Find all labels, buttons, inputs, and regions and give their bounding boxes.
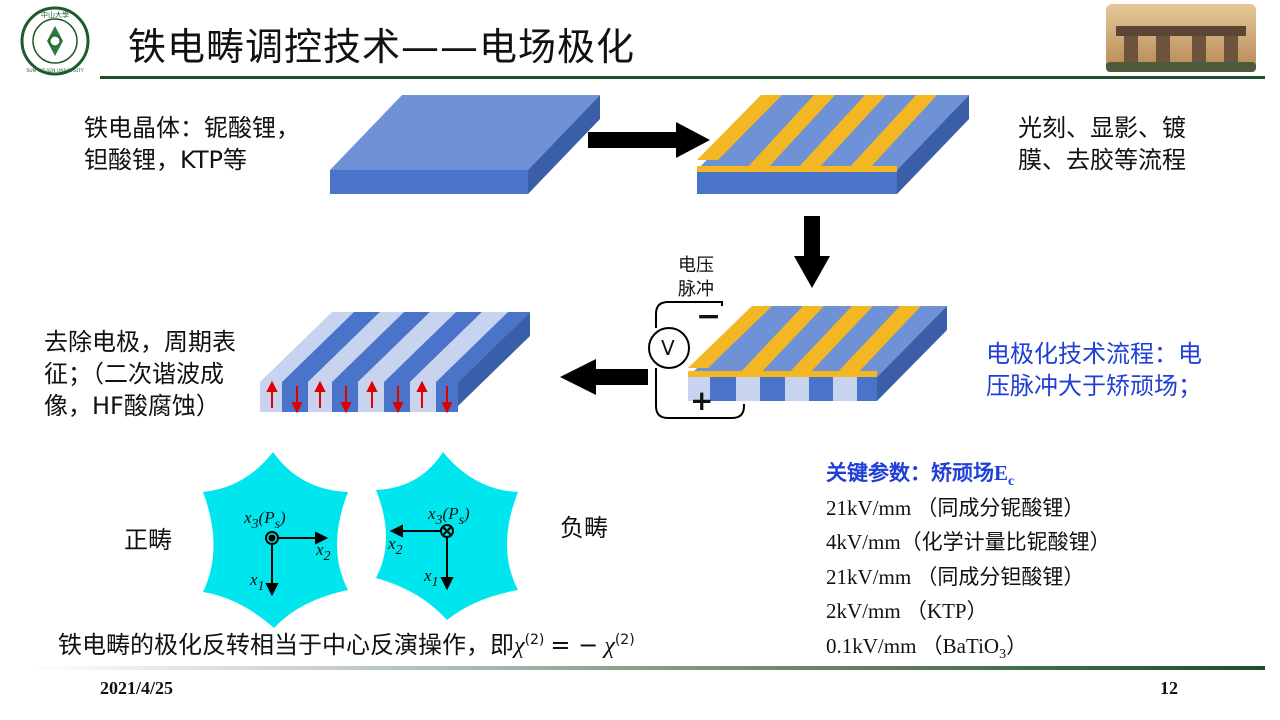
negative-x2-label: x2 bbox=[388, 534, 403, 558]
logo-ring-text: SUN YAT-SEN UNIVERSITY bbox=[26, 68, 83, 74]
arrow-down bbox=[794, 216, 830, 288]
pulse-label-line-2: 脉冲 bbox=[678, 279, 714, 300]
negative-domain-label: 负畴 bbox=[560, 514, 608, 542]
param-item: 21kV/mm （同成分钽酸锂） bbox=[826, 564, 1085, 589]
key-parameters: 关键参数：矫顽场Ec 21kV/mm （同成分铌酸锂） 4kV/mm（化学计量比… bbox=[826, 456, 1111, 663]
remove-desc-line-2: 征；（二次谐波成 bbox=[44, 360, 224, 388]
chi-right: χ bbox=[604, 633, 615, 659]
inversion-note-text: 铁电畴的极化反转相当于中心反演操作，即 bbox=[58, 631, 514, 659]
page-title: 铁电畴调控技术——电场极化 bbox=[128, 25, 636, 69]
arrow-left bbox=[560, 359, 648, 395]
university-logo: 中山大學 SUN YAT-SEN UNIVERSITY bbox=[20, 6, 90, 76]
poling-slab bbox=[688, 306, 947, 401]
header-divider bbox=[100, 76, 1265, 79]
electrode-removal-description: 去除电极，周期表 征；（二次谐波成 像，HF酸腐蚀） bbox=[44, 326, 236, 422]
minus-sign: − bbox=[696, 299, 722, 334]
campus-gate-photo bbox=[1106, 4, 1256, 72]
param-item-batio3: 0.1kV/mm （BaTiO3） bbox=[826, 633, 1028, 662]
logo-inner-text: 中山大學 bbox=[41, 10, 69, 19]
chi-left-sup: (2) bbox=[524, 632, 545, 648]
voltmeter-symbol: V bbox=[661, 336, 675, 360]
param-item: 4kV/mm（化学计量比铌酸锂） bbox=[826, 530, 1111, 554]
voltage-pulse-label: 电压 脉冲 bbox=[678, 254, 714, 302]
negative-x3-ps-label: x3(Ps) bbox=[428, 504, 470, 528]
process-desc-line-2: 压脉冲大于矫顽场； bbox=[986, 372, 1202, 400]
negative-domain-axes bbox=[389, 524, 454, 591]
footer-divider bbox=[30, 666, 1265, 670]
chi-equals: = − bbox=[550, 631, 599, 659]
chi-right-sup: (2) bbox=[614, 632, 635, 648]
process-desc-line-1: 电极化技术流程：电 bbox=[986, 340, 1202, 368]
positive-x2-label: x2 bbox=[316, 540, 331, 564]
positive-x1-label: x1 bbox=[250, 570, 265, 594]
arrow-right bbox=[588, 122, 710, 158]
litho-desc-line-2: 膜、去胶等流程 bbox=[1018, 146, 1186, 174]
blank-crystal-slab bbox=[330, 95, 600, 194]
plus-sign: + bbox=[690, 384, 714, 417]
voltmeter-icon bbox=[648, 327, 690, 369]
domain-arrows bbox=[266, 380, 453, 414]
params-heading: 关键参数：矫顽场Ec bbox=[826, 461, 1015, 489]
electroded-slab bbox=[697, 95, 969, 194]
crystal-desc-line-1: 铁电晶体：铌酸锂， bbox=[84, 114, 300, 142]
lithography-description: 光刻、显影、镀 膜、去胶等流程 bbox=[1018, 112, 1186, 176]
voltage-circuit bbox=[655, 301, 745, 419]
param-item: 21kV/mm （同成分铌酸锂） bbox=[826, 495, 1085, 520]
process-description: 电极化技术流程：电 压脉冲大于矫顽场； bbox=[986, 338, 1202, 402]
inversion-note: 铁电畴的极化反转相当于中心反演操作，即χ(2)= −χ(2) bbox=[58, 624, 635, 662]
crystal-description: 铁电晶体：铌酸锂， 钽酸锂，KTP等 bbox=[84, 112, 300, 176]
positive-domain-axes bbox=[265, 531, 329, 597]
remove-desc-line-1: 去除电极，周期表 bbox=[44, 328, 236, 356]
page-number: 12 bbox=[1160, 678, 1178, 698]
positive-domain-label: 正畴 bbox=[124, 526, 172, 554]
chi-left: χ bbox=[514, 633, 525, 659]
crystal-desc-line-2: 钽酸锂，KTP等 bbox=[84, 146, 248, 174]
litho-desc-line-1: 光刻、显影、镀 bbox=[1018, 114, 1186, 142]
periodically-poled-slab bbox=[260, 312, 530, 412]
negative-x1-label: x1 bbox=[424, 566, 439, 590]
footer-date: 2021/4/25 bbox=[100, 678, 174, 698]
positive-x3-ps-label: x3(Ps) bbox=[244, 508, 286, 532]
remove-desc-line-3: 像，HF酸腐蚀） bbox=[44, 392, 220, 420]
positive-domain-hexagon bbox=[203, 452, 348, 628]
param-item: 2kV/mm （KTP） bbox=[826, 599, 988, 623]
pulse-label-line-1: 电压 bbox=[678, 255, 714, 276]
